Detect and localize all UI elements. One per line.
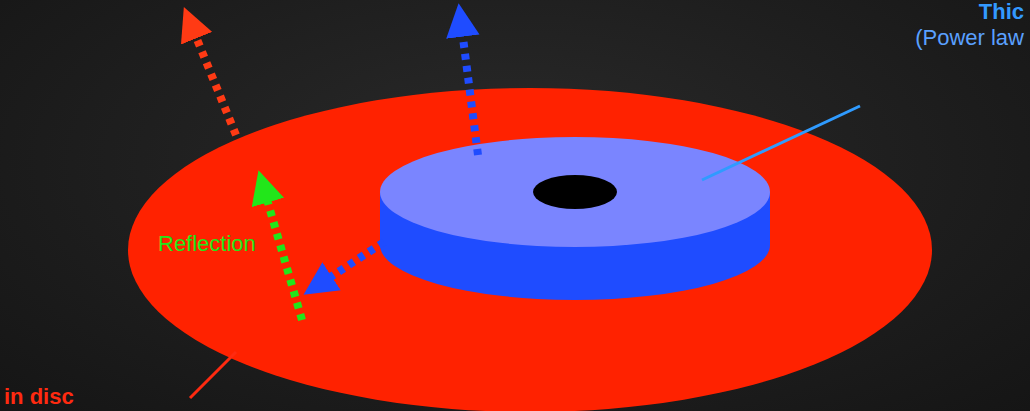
leader-line: [190, 352, 236, 398]
thick-flow-top: [380, 137, 770, 247]
black-hole: [533, 175, 617, 209]
irradiation-arrow: [326, 242, 384, 280]
leader-line: [702, 106, 860, 180]
region-note: (Power law: [915, 26, 1024, 50]
process-label: Reflection: [158, 232, 256, 256]
thin-disc: [128, 88, 932, 411]
disc-emission-arrow: [194, 32, 236, 135]
reflection-arrow: [266, 196, 302, 320]
region-title: Thic: [979, 0, 1024, 24]
flow-emission-arrow: [462, 30, 478, 155]
region-title: in disc: [4, 385, 74, 409]
